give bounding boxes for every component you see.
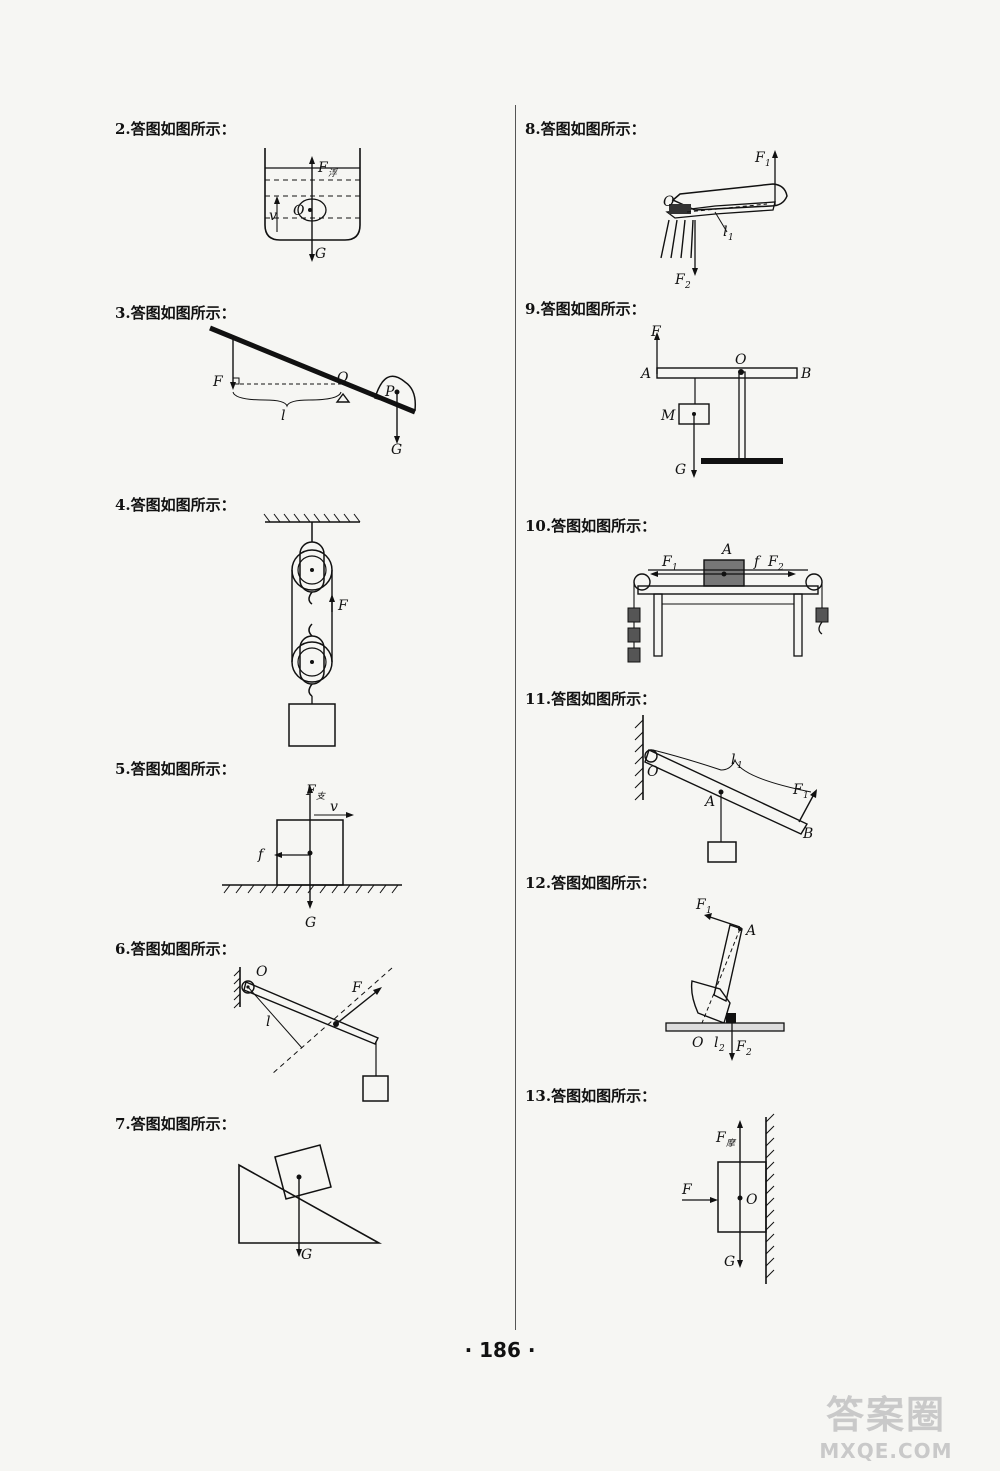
label-f: F [650,324,662,340]
label-g: G [315,246,326,262]
label-o: O [256,964,268,980]
label-a: A [720,542,732,558]
watermark-logo-text: 答案圈 [825,1393,946,1437]
column-divider [515,105,516,1330]
label-f-float: F [317,160,329,176]
q13-label: 13.答图如图所示： [525,1087,657,1105]
figure-6-lever: O F l [233,964,393,1102]
q12-label: 12.答图如图所示： [525,874,657,892]
label-f1: F [695,897,707,913]
watermark-url: MXQE.COM [819,1439,953,1463]
label-o: O [663,194,675,210]
svg-text:1: 1 [672,563,678,573]
q5-label: 5.答图如图所示： [115,760,236,778]
label-f1: F [792,782,804,798]
label-g: G [724,1254,735,1270]
figure-5-block: F 支 v f G [222,783,402,931]
label-f: F [351,980,363,996]
q6-label: 6.答图如图所示： [115,940,236,958]
label-b: B [802,826,813,842]
label-f: F [681,1182,693,1198]
figure-10-table: A F 1 f F 2 [627,542,829,663]
label-f1: F [661,554,673,570]
q10-label: 10.答图如图所示： [525,517,657,535]
label-g: G [305,915,316,931]
label-f2: F [735,1039,747,1055]
figure-4-pulley: F [263,513,361,747]
figure-12-hammer: F 1 A O l 2 F 2 [665,897,785,1061]
q9-label: 9.答图如图所示： [525,300,646,318]
label-l1: l [723,224,727,240]
label-g: G [391,442,402,458]
label-a: A [744,923,756,939]
svg-text:1: 1 [803,791,809,801]
svg-text:浮: 浮 [328,168,339,179]
label-o: O [293,203,305,219]
label-a: A [639,366,651,382]
label-g: G [675,462,686,478]
q11-label: 11.答图如图所示： [525,690,657,708]
figure-11-lever: l 1 O A F 1 B [634,715,817,863]
label-l: l [266,1014,270,1030]
label-f: F [212,374,224,390]
label-f-friction: f [257,847,266,863]
page-number: · 186 · [464,1338,536,1362]
q7-label: 7.答图如图所示： [115,1115,236,1133]
label-o: O [735,352,747,368]
label-f2: F [674,272,686,288]
figure-7-incline: G [238,1144,383,1263]
label-b: B [800,366,811,382]
q3-label: 3.答图如图所示： [115,304,236,322]
label-f-friction: f [753,554,762,570]
q2-label: 2.答图如图所示： [115,120,236,138]
svg-text:1: 1 [765,159,771,169]
q8-label: 8.答图如图所示： [525,120,646,138]
svg-text:2: 2 [745,1048,752,1058]
label-f: F [337,598,349,614]
svg-text:2: 2 [777,563,784,573]
svg-text:1: 1 [737,761,743,771]
svg-text:支: 支 [316,791,326,802]
label-o: O [337,370,349,386]
svg-text:摩: 摩 [726,1138,737,1149]
label-v: v [330,799,338,815]
svg-text:2: 2 [684,281,691,291]
label-a: A [703,794,715,810]
label-l2: l [714,1035,718,1051]
label-f-support: F [305,783,317,799]
figure-9-balance: F O A B M G [639,324,811,478]
q4-label: 4.答图如图所示： [115,496,236,514]
figure-8-pliers: F 1 O l 1 F 2 [660,150,788,291]
label-g: G [301,1247,312,1263]
label-m: M [660,408,676,424]
label-f-friction: F [715,1130,727,1146]
figure-3-lever: F O P l G [209,325,417,458]
figure-2-buoyancy: F 浮 v O G [264,148,361,262]
svg-text:1: 1 [728,233,734,243]
watermark: 答案圈 MXQE.COM [786,1384,986,1463]
label-l: l [281,408,285,424]
label-v: v [269,208,277,224]
label-l1: l [731,752,735,768]
figure-13-wall-block: F 摩 F O G [681,1113,775,1284]
svg-text:1: 1 [706,906,712,916]
label-f2: F [767,554,779,570]
label-o: O [692,1035,704,1051]
label-f1: F [754,150,766,166]
label-o: O [647,764,659,780]
svg-text:2: 2 [718,1044,725,1054]
label-p: P [384,384,395,400]
label-o: O [746,1192,758,1208]
